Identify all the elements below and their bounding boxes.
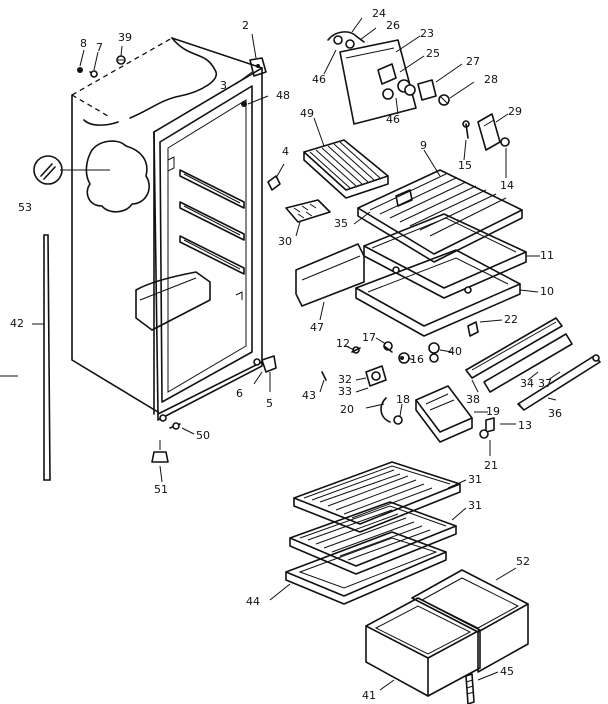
callout-19: 19: [486, 405, 500, 418]
callout-38: 38: [466, 393, 480, 406]
part-23-control-housing: [323, 17, 475, 125]
callout-47: 47: [310, 321, 324, 334]
part-38-trim-channels: [465, 317, 601, 411]
callout-29: 29: [508, 105, 522, 118]
part-42-gasket-strip: [32, 234, 51, 481]
callout-26: 26: [386, 19, 400, 32]
part-9-shelf-assembly: [353, 149, 523, 263]
callout-21: 21: [484, 459, 498, 472]
callout-16: 16: [410, 353, 424, 366]
part-29-thermostat-bracket: [462, 113, 510, 178]
callout-6: 6: [236, 387, 243, 400]
callout-28: 28: [484, 73, 498, 86]
callout-17: 17: [362, 331, 376, 344]
callout-33: 33: [338, 385, 352, 398]
callout-34: 34: [520, 377, 534, 390]
cabinet: [71, 37, 263, 422]
callout-11: 11: [540, 249, 554, 262]
callout-18: 18: [396, 393, 410, 406]
callout-30: 30: [278, 235, 292, 248]
callout-40: 40: [448, 345, 462, 358]
callout-20: 20: [340, 403, 354, 416]
callout-3: 3: [220, 79, 227, 92]
part-4-hinge-pin: [267, 163, 285, 191]
callout-44: 44: [246, 595, 260, 608]
callout-10: 10: [540, 285, 554, 298]
callout-25: 25: [426, 47, 440, 60]
part-30-egg-tray: [285, 199, 331, 237]
part-41-crisper-drawer: [365, 597, 481, 697]
callout-46-top: 46: [312, 73, 326, 86]
part-50-51-leveling: [151, 422, 195, 483]
callout-15: 15: [458, 159, 472, 172]
callout-7: 7: [96, 41, 103, 54]
part-32-33-damper: [355, 365, 387, 393]
callout-53: 53: [18, 201, 32, 214]
callout-46-mid: 46: [386, 113, 400, 126]
callout-32: 32: [338, 373, 352, 386]
callout-43: 43: [302, 389, 316, 402]
callout-48: 48: [276, 89, 290, 102]
part-47-front-cover: [295, 243, 365, 321]
callout-2: 2: [242, 19, 249, 32]
part-31-lower-shelf: [289, 501, 467, 575]
callout-45: 45: [500, 665, 514, 678]
callout-41: 41: [362, 689, 376, 702]
callout-22: 22: [504, 313, 518, 326]
callout-49: 49: [300, 107, 314, 120]
callout-31-lower: 31: [468, 499, 482, 512]
callout-39: 39: [118, 31, 132, 44]
callout-31-upper: 31: [468, 473, 482, 486]
callout-12: 12: [336, 337, 350, 350]
callout-23: 23: [420, 27, 434, 40]
callout-27: 27: [466, 55, 480, 68]
part-45-pin: [465, 671, 499, 704]
callout-5: 5: [266, 397, 273, 410]
callout-4: 4: [282, 145, 289, 158]
callout-37: 37: [538, 377, 552, 390]
callout-14: 14: [500, 179, 514, 192]
callout-36: 36: [548, 407, 562, 420]
callout-50: 50: [196, 429, 210, 442]
part-5-bottom-hinge: [253, 355, 277, 392]
screws-top: [77, 45, 126, 78]
part-22-fastener: [467, 319, 503, 337]
callout-8: 8: [80, 37, 87, 50]
part-2-top-hinge: [235, 33, 267, 85]
part-11-shelf-frame: [363, 213, 540, 299]
callout-52: 52: [516, 555, 530, 568]
small-hardware: [319, 337, 453, 393]
callout-51: 51: [154, 483, 168, 496]
part-10-crisper-cover: [355, 249, 539, 337]
callout-24: 24: [372, 7, 386, 20]
part-44-crisper-shelf: [269, 531, 447, 605]
callout-9: 9: [420, 139, 427, 152]
part-31-upper-shelf: [293, 461, 467, 533]
callout-42: 42: [10, 317, 24, 330]
part-19-bracket-assembly: [365, 385, 516, 456]
callout-35: 35: [334, 217, 348, 230]
part-49-freezer-shelf: [303, 117, 389, 199]
callout-13: 13: [518, 419, 532, 432]
part-53-insulation-cutaway: [33, 140, 150, 213]
